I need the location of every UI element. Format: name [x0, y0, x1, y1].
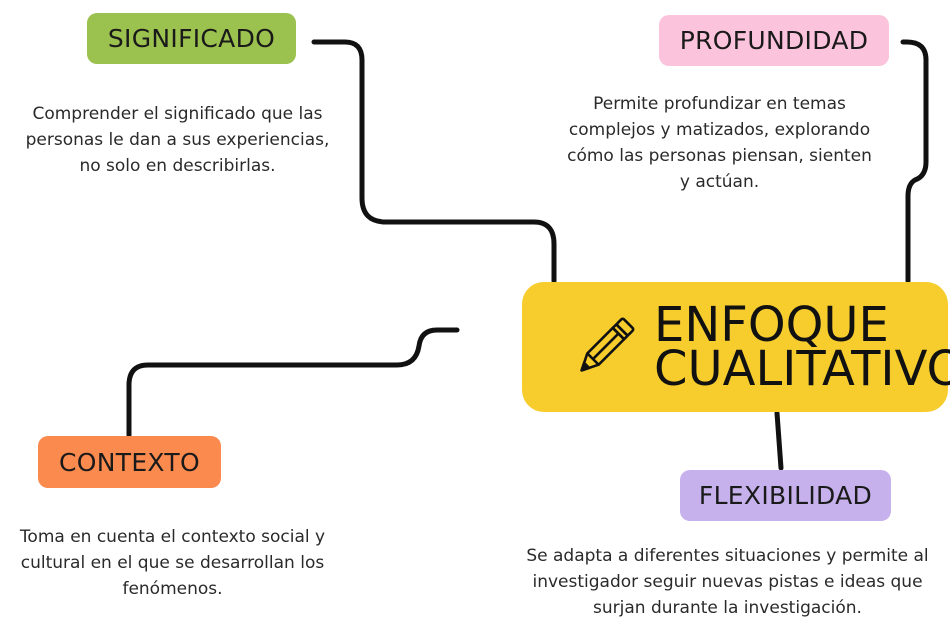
profundidad-description: Permite profundizar en temas complejos y…	[547, 91, 892, 195]
contexto-label: CONTEXTO	[38, 436, 221, 488]
central-topic: ENFOQUE CUALITATIVO	[522, 282, 950, 412]
significado-label-text: SIGNIFICADO	[107, 24, 276, 53]
profundidad-line-4: y actúan.	[679, 172, 760, 192]
significado-line-2: personas le dan a sus experiencias,	[25, 130, 330, 150]
connector-significado	[311, 39, 557, 284]
significado-line-1: Comprender el significado que las	[32, 104, 323, 124]
pencil-icon	[580, 317, 635, 372]
profundidad-line-3: cómo las personas piensan, sienten	[567, 146, 872, 166]
flexibilidad-line-1: Se adapta a diferentes situaciones y per…	[526, 546, 929, 566]
central-title-line-2: CUALITATIVO	[654, 341, 950, 397]
contexto-line-1: Toma en cuenta el contexto social y	[19, 527, 326, 547]
significado-line-3: no solo en describirlas.	[79, 156, 276, 176]
flexibilidad-line-3: surjan durante la investigación.	[593, 598, 862, 618]
contexto-line-2: cultural en el que se desarrollan los	[20, 553, 325, 573]
connector-contexto	[126, 327, 460, 438]
significado-description: Comprender el significado que las person…	[10, 101, 345, 179]
significado-label: SIGNIFICADO	[87, 13, 296, 64]
profundidad-line-1: Permite profundizar en temas	[593, 94, 846, 114]
profundidad-label-text: PROFUNDIDAD	[679, 26, 869, 55]
flexibilidad-label-text: FLEXIBILIDAD	[698, 481, 873, 510]
profundidad-label: PROFUNDIDAD	[659, 15, 889, 66]
connector-profundidad	[900, 39, 929, 284]
profundidad-line-2: complejos y matizados, explorando	[568, 120, 871, 140]
flexibilidad-line-2: investigador seguir nuevas pistas e idea…	[532, 572, 923, 592]
connector-flexibilidad	[774, 410, 784, 471]
contexto-line-3: fenómenos.	[122, 579, 223, 599]
central-title-line-1: ENFOQUE	[654, 297, 889, 353]
flexibilidad-label: FLEXIBILIDAD	[680, 470, 891, 521]
flexibilidad-description: Se adapta a diferentes situaciones y per…	[505, 543, 950, 621]
central-title: ENFOQUE CUALITATIVO	[654, 297, 950, 397]
contexto-label-text: CONTEXTO	[59, 447, 200, 477]
contexto-description: Toma en cuenta el contexto social y cult…	[0, 524, 345, 602]
